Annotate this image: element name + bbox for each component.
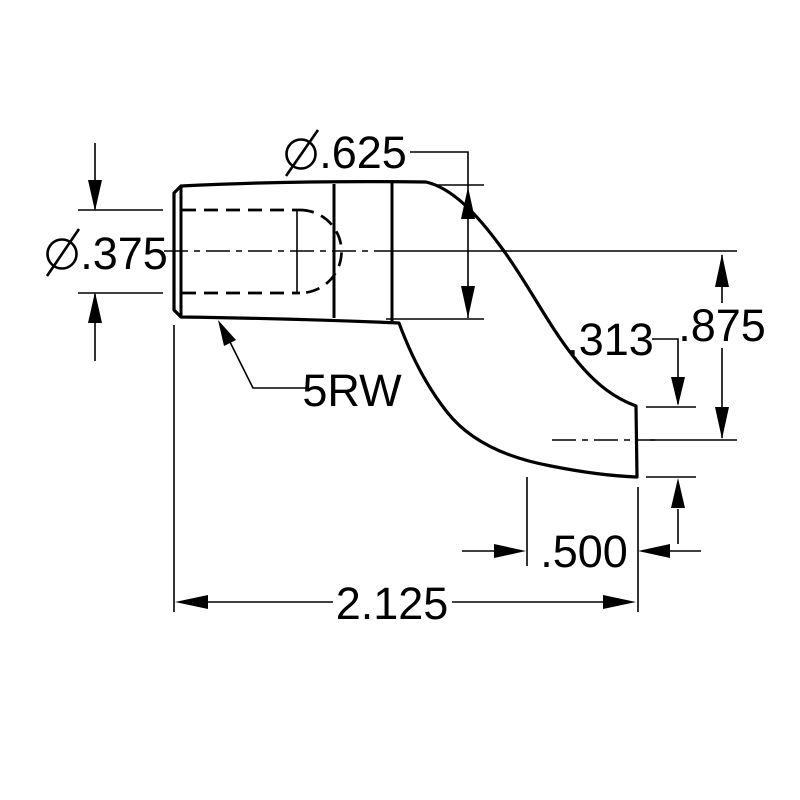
down-arrowhead-icon bbox=[671, 377, 685, 406]
down-arrowhead-icon bbox=[88, 180, 102, 211]
dimension-tip-length: .500 bbox=[462, 477, 701, 612]
hidden-hole-end-arc bbox=[299, 208, 343, 295]
diameter-icon bbox=[284, 129, 320, 177]
part-outline bbox=[172, 180, 639, 479]
note-5rw: 5RW bbox=[218, 320, 402, 416]
up-arrowhead-icon bbox=[671, 478, 685, 508]
dimension-offset-height: .875 bbox=[678, 254, 766, 439]
dimension-tip-thickness: .313 bbox=[566, 314, 696, 544]
offset-height-value: .875 bbox=[678, 300, 766, 351]
tip-length-value: .500 bbox=[540, 526, 628, 577]
leader-arrowhead-icon bbox=[218, 320, 236, 346]
down-arrowhead-icon bbox=[715, 407, 729, 439]
right-arrowhead-icon bbox=[603, 595, 636, 609]
diameter-icon bbox=[45, 228, 81, 277]
dim-625-leader-and-dimension-line bbox=[410, 151, 469, 318]
dimension-outer-diameter: .625 bbox=[284, 127, 484, 320]
hole-diameter-value: .375 bbox=[80, 228, 168, 279]
down-arrowhead-icon bbox=[461, 286, 475, 318]
left-arrowhead-icon bbox=[638, 544, 670, 558]
up-arrowhead-icon bbox=[461, 187, 475, 219]
dimension-overall-length: 2.125 bbox=[173, 325, 636, 629]
tip-thickness-value: .313 bbox=[566, 314, 654, 365]
note-leader-line bbox=[229, 341, 307, 389]
overall-length-value: 2.125 bbox=[336, 578, 449, 629]
note-label: 5RW bbox=[302, 365, 402, 416]
dim-313-leader-line bbox=[652, 338, 679, 404]
left-arrowhead-icon bbox=[175, 595, 208, 609]
right-arrowhead-icon bbox=[494, 544, 526, 558]
outer-diameter-value: .625 bbox=[319, 127, 407, 178]
dimension-hole-diameter: .375 bbox=[45, 143, 168, 361]
